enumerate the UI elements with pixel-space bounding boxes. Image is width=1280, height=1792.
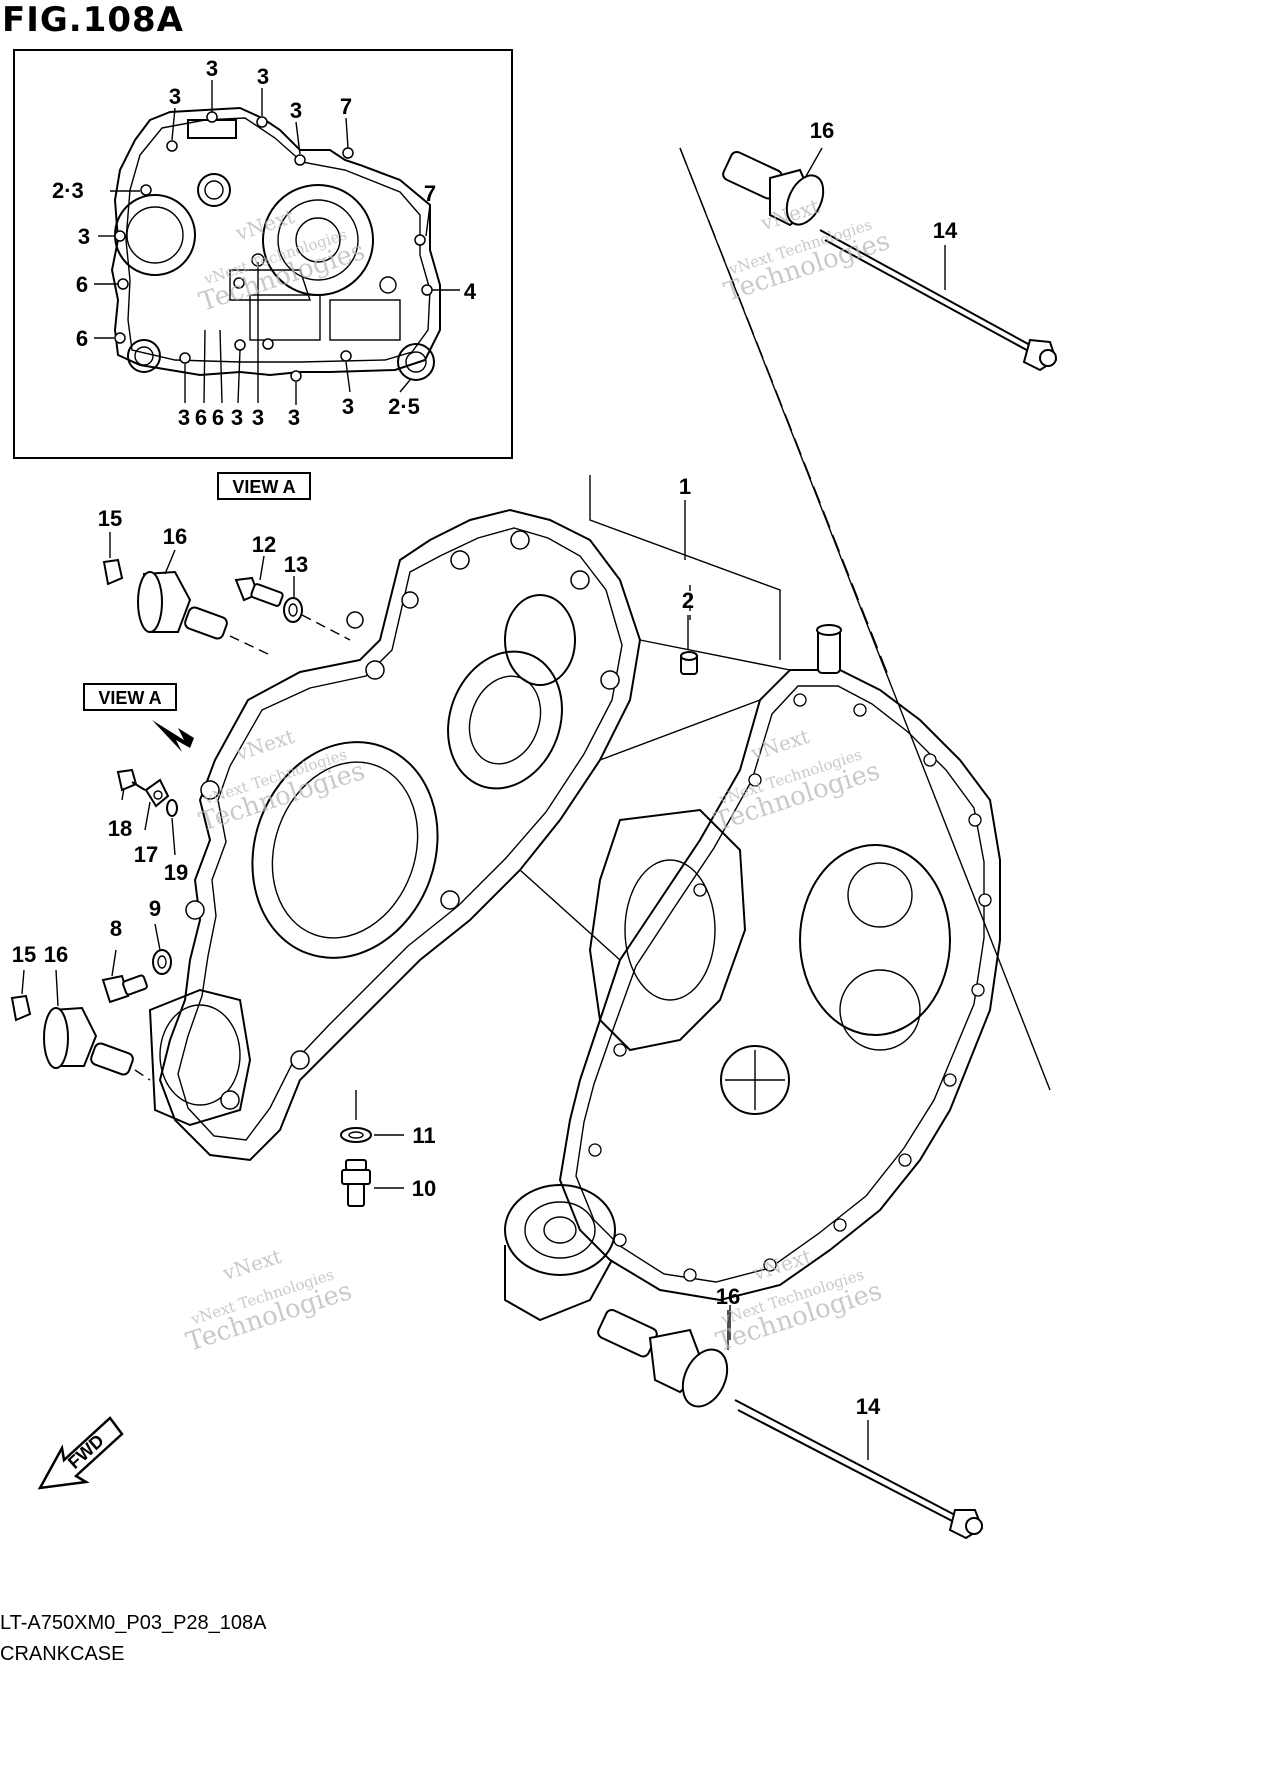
view-a-label: VIEW A (232, 477, 295, 497)
callout-label: 14 (933, 218, 958, 243)
inset-callout: 2·3 (52, 178, 84, 203)
left-stud-15-16-lower (10, 994, 151, 1081)
inset-callout: 2·5 (388, 394, 420, 419)
inset-callout: 7 (340, 94, 352, 119)
callout-label: 9 (149, 896, 161, 921)
dowel-pin (680, 651, 698, 675)
inset-callout: 7 (424, 181, 436, 206)
inset-callout: 6 (76, 272, 88, 297)
crankcase-assembly (148, 508, 1001, 1322)
callout-label: 16 (163, 524, 187, 549)
callout-label: 17 (134, 842, 158, 867)
callout-label: 16 (716, 1284, 740, 1309)
watermark: vNext vNext Technologies Technologies vN… (183, 194, 894, 1358)
inset-callout: 3 (178, 405, 190, 430)
callout-label: 11 (412, 1123, 435, 1148)
inset-callout: 3 (288, 405, 300, 430)
washer-11-plug-10 (340, 1090, 372, 1207)
bolt-12-washer-13 (234, 576, 351, 641)
inset-callout: 3 (231, 405, 243, 430)
view-a-pointer-box (83, 683, 177, 711)
inset-callout: 3 (257, 64, 269, 89)
inset-callout: 6 (212, 405, 224, 430)
callout-label: 14 (856, 1394, 881, 1419)
callout-label: 8 (110, 916, 122, 941)
watermark-text: vNext (749, 1244, 814, 1286)
diagram-code: LT-A750XM0_P03_P28_108A (0, 1612, 267, 1634)
watermark-text: vNext (232, 724, 297, 766)
inset-callout: 6 (195, 405, 207, 430)
view-a-arrow-icon (152, 720, 194, 752)
bolts-18-17-19 (116, 768, 178, 817)
inset-callout: 3 (290, 98, 302, 123)
view-a-label-box (217, 472, 311, 500)
callout-label: 12 (252, 532, 276, 557)
upper-stud-assembly (679, 147, 1058, 1091)
callout-label: 2 (682, 588, 694, 613)
left-stud-15-16-upper (102, 558, 271, 656)
inset-callout: 3 (78, 224, 90, 249)
fwd-arrow-icon: FWD (37, 1416, 124, 1490)
inset-callout: 3 (342, 394, 354, 419)
inset-callout: 6 (76, 326, 88, 351)
watermark-text: vNext (232, 204, 297, 246)
callout-label: 19 (164, 860, 188, 885)
callout-label: 16 (810, 118, 834, 143)
watermark-text: vNext (219, 1244, 284, 1286)
callout-label: 18 (108, 816, 132, 841)
callout-label: 15 (12, 942, 36, 967)
inset-callout: 4 (464, 279, 477, 304)
inset-callout: 3 (169, 84, 181, 109)
item-1-bracket (589, 475, 781, 660)
inset-callout: 3 (252, 405, 264, 430)
callout-label: 15 (98, 506, 122, 531)
callout-label: 10 (412, 1176, 436, 1201)
lower-stud-assembly (597, 1305, 984, 1540)
callout-label: 13 (284, 552, 308, 577)
callout-label: 1 (679, 474, 691, 499)
diagram-name: CRANKCASE (0, 1643, 125, 1665)
figure-title: FIG.108A (2, 0, 184, 40)
watermark-text: vNext (747, 724, 812, 766)
callout-label: 16 (44, 942, 68, 967)
view-a-pointer-label: VIEW A (98, 688, 161, 708)
inset-callout: 3 (206, 56, 218, 81)
bolt-8-washer-9 (101, 949, 172, 1004)
inset-frame (13, 49, 513, 459)
view-a-inset: 3 3 3 3 7 2·3 7 3 6 4 6 3 6 6 3 3 3 3 2·… (13, 49, 513, 459)
